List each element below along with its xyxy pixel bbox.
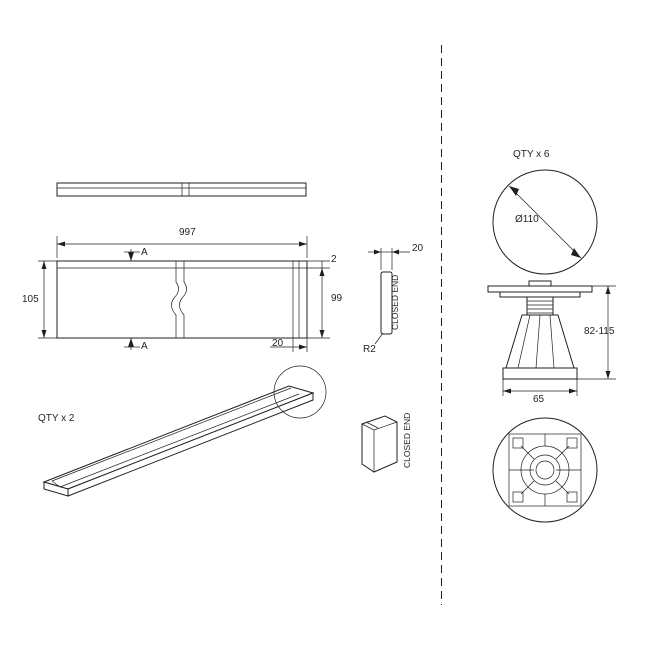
dimension-label-997: 997 — [179, 227, 196, 238]
section-label-a-bottom: A — [141, 341, 148, 352]
dimension-label-99: 99 — [331, 293, 343, 304]
closed-end-label-profile: CLOSED END — [390, 274, 400, 330]
dimension-label-20: 20 — [272, 338, 284, 349]
sheet-divider — [441, 45, 442, 605]
qty-label-rail: QTY x 2 — [38, 413, 75, 424]
dimension-label-65: 65 — [533, 394, 545, 405]
main-channel-section-view — [56, 260, 308, 339]
dimension-label-105: 105 — [22, 294, 39, 305]
dimension-height-99 — [307, 267, 330, 339]
dimension-label-height-range: 82-115 — [584, 326, 615, 337]
leg-foot-plan-top — [492, 169, 598, 275]
dimension-label-dia110: Ø110 — [515, 214, 539, 225]
top-rail-profile — [56, 182, 307, 197]
leg-base-plan-bottom — [492, 417, 598, 523]
qty-label-foot: QTY x 6 — [513, 149, 550, 160]
dimension-thickness-2 — [307, 260, 330, 268]
adjustable-leg-elevation — [487, 280, 616, 396]
isometric-end-cap — [361, 415, 398, 473]
dimension-offset-20 — [270, 338, 308, 352]
dimension-label-2: 2 — [331, 254, 337, 265]
section-mark-a-bottom — [124, 338, 140, 350]
closed-end-label-iso: CLOSED END — [402, 412, 412, 468]
section-mark-a-top — [124, 249, 140, 261]
dimension-length-997 — [56, 236, 308, 258]
dimension-height-105 — [38, 260, 60, 339]
section-label-a-top: A — [141, 247, 148, 258]
dimension-label-r2: R2 — [363, 344, 376, 355]
dimension-label-cap-20: 20 — [412, 243, 424, 254]
end-cap-profile — [368, 248, 410, 345]
isometric-rail — [42, 365, 327, 497]
